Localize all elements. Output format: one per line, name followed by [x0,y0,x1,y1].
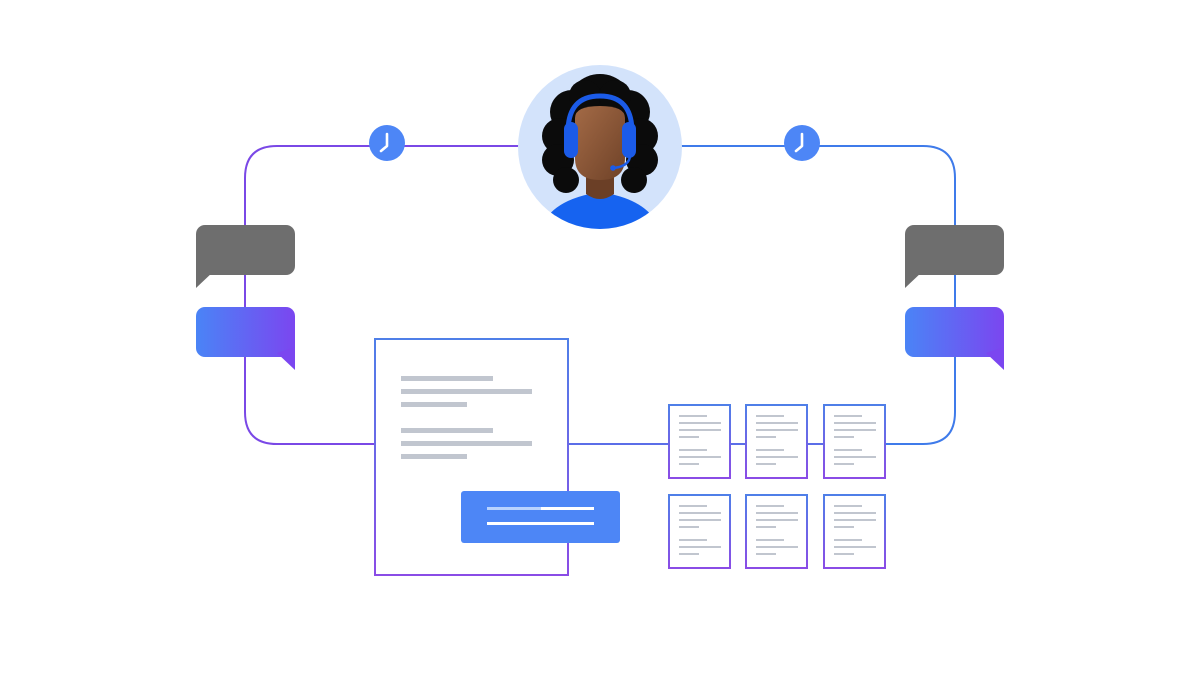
small-document-icon [823,494,886,569]
clock-icon [784,125,820,161]
shirt [540,192,660,229]
loop-top-left [244,145,520,445]
loop-top-right [680,145,956,445]
workflow-loop [244,145,956,445]
clock-icon [369,125,405,161]
small-document-icon [745,404,808,479]
small-documents-grid [668,404,886,569]
neck [586,175,614,199]
small-document-icon [668,404,731,479]
chat-bubble-incoming-right [905,225,1004,288]
main-document-lines [401,376,532,459]
headset-icon [564,93,636,171]
highlight-card [461,491,620,543]
small-document-icon [668,494,731,569]
chat-bubble-outgoing-right [905,307,1004,370]
face [575,106,625,180]
small-document-icon [823,404,886,479]
small-document-icon [745,494,808,569]
chat-bubble-outgoing-left [196,307,295,370]
agent-avatar [518,65,682,229]
chat-bubble-incoming-left [196,225,295,288]
